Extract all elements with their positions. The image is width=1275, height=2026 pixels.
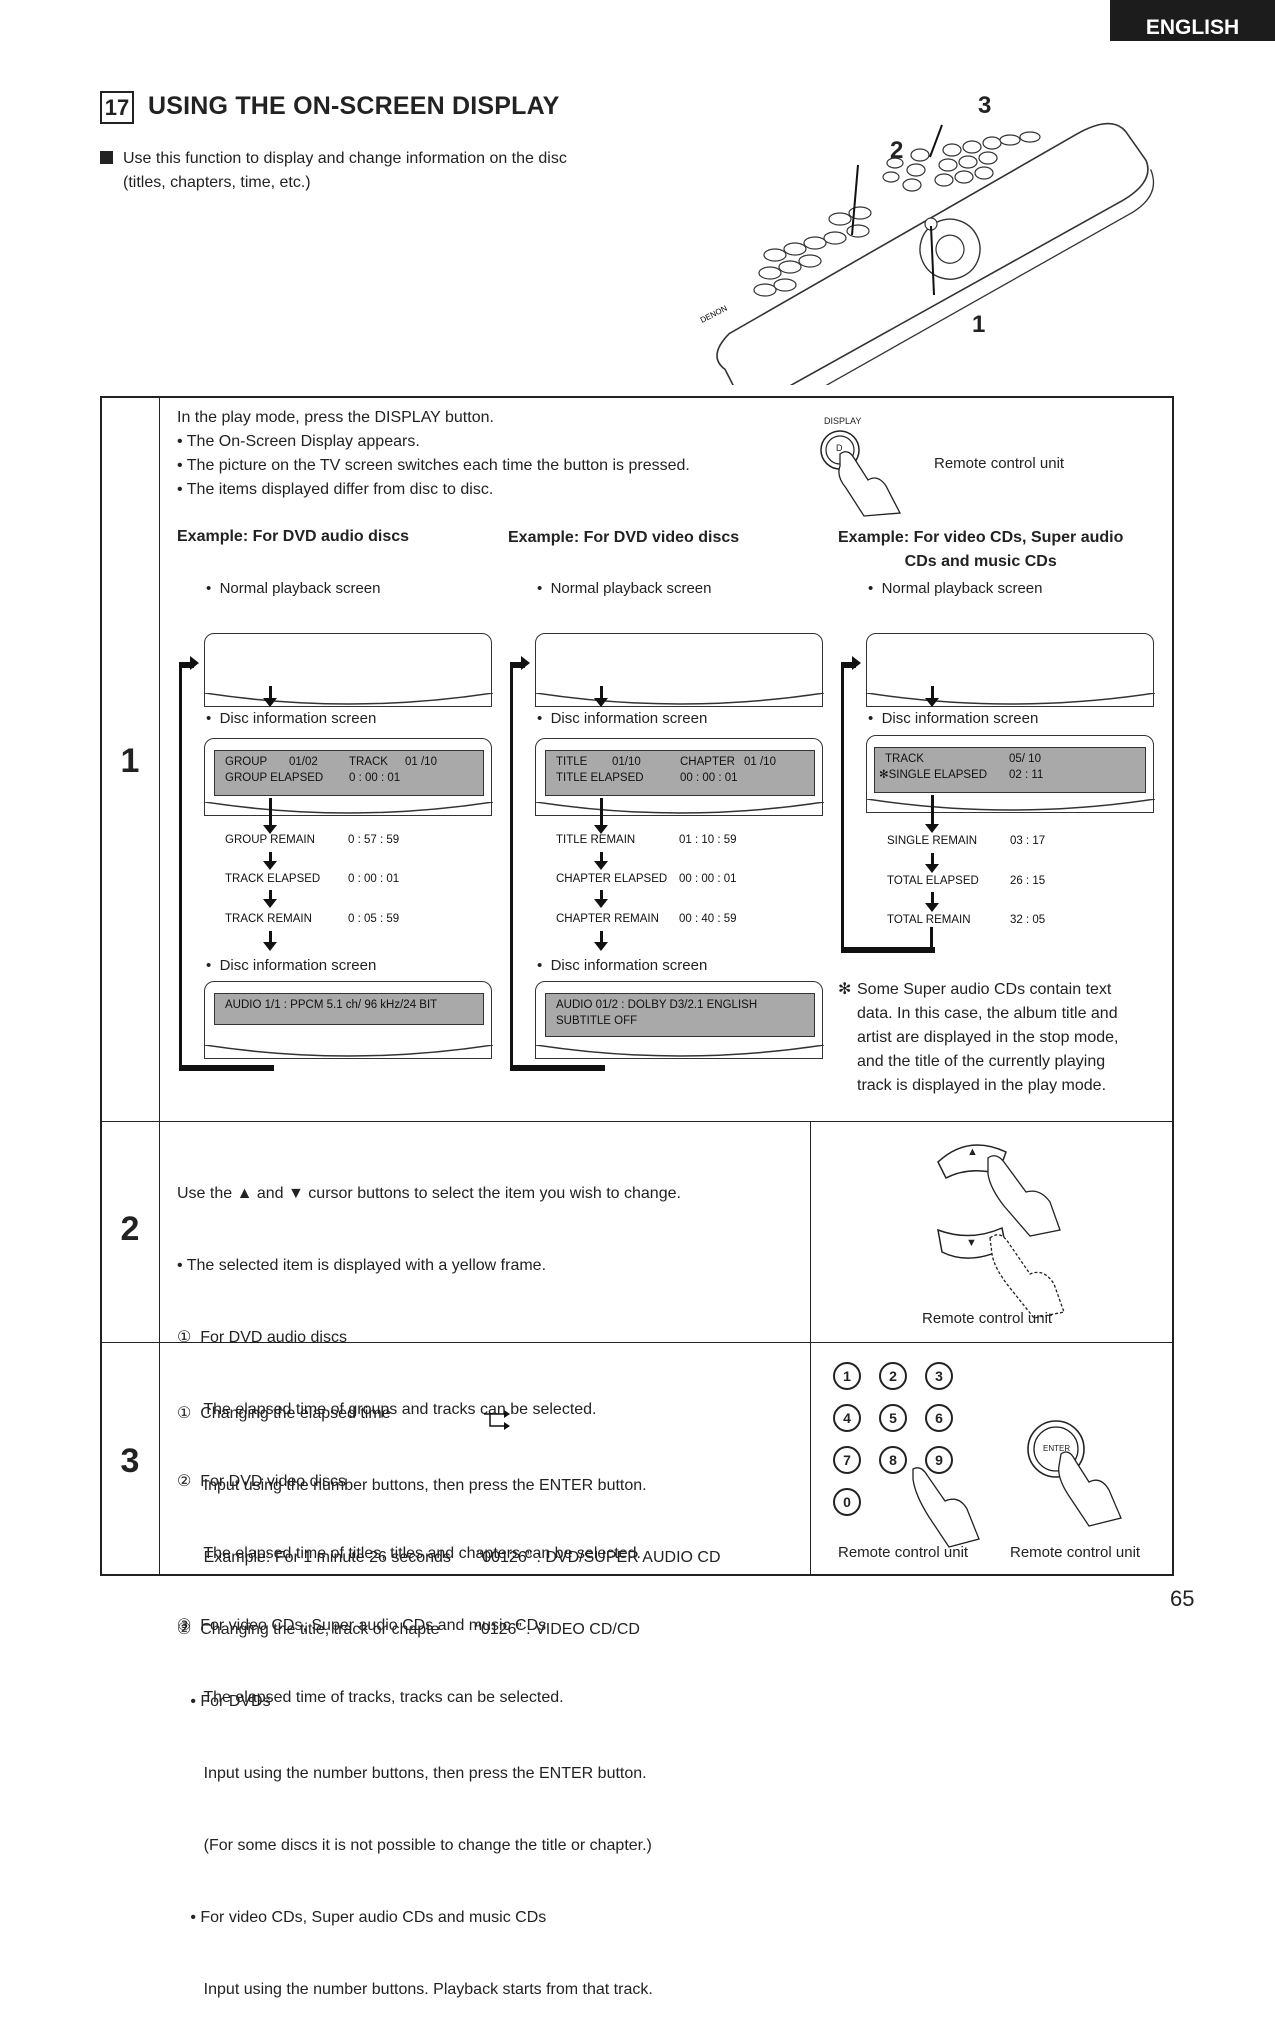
number-button-4[interactable]: 4	[833, 1404, 861, 1432]
example-heading-cd: Example: For video CDs, Super audio CDs …	[838, 529, 1124, 570]
number-button-2[interactable]: 2	[879, 1362, 907, 1390]
normal-screen-label: • Normal playback screen	[206, 580, 381, 597]
number-button-8[interactable]: 8	[879, 1446, 907, 1474]
up-button-icon: ▲	[967, 1146, 978, 1158]
tv-screen-normal	[204, 633, 493, 707]
callout-2: 2	[890, 137, 904, 164]
loop-return-line	[179, 1065, 274, 1071]
remote-label: Remote control unit	[838, 1544, 969, 1561]
note-asterisk: ✻	[838, 981, 852, 998]
callout-3: 3	[978, 92, 992, 119]
loop-return-line	[841, 664, 867, 950]
loop-return-line	[510, 662, 525, 668]
right-arrow-icon	[190, 656, 199, 670]
remote-label: Remote control unit	[1010, 1544, 1141, 1561]
number-button-6[interactable]: 6	[925, 1404, 953, 1432]
audio-info-bar: AUDIO 1/1 : PPCM 5.1 ch/ 96 kHz/24 BIT	[214, 993, 484, 1025]
enter-button-illustration	[1027, 1420, 1122, 1527]
disc-info-label: • Disc information screen	[537, 957, 708, 974]
step-2-number: 2	[120, 1210, 140, 1248]
callout-1: 1	[972, 311, 986, 338]
enter-button-label: ENTER	[1043, 1444, 1071, 1453]
down-button-icon: ▼	[966, 1237, 977, 1249]
cursor-buttons-illustration	[937, 1144, 1065, 1319]
number-button-0[interactable]: 0	[833, 1488, 861, 1516]
disc-info-label: • Disc information screen	[206, 710, 377, 727]
example-heading-dvd-audio: Example: For DVD audio discs	[177, 528, 410, 545]
number-button-7[interactable]: 7	[833, 1446, 861, 1474]
example-heading-dvd-video: Example: For DVD video discs	[508, 529, 740, 546]
number-button-9[interactable]: 9	[925, 1446, 953, 1474]
disc-info-label: • Disc information screen	[206, 957, 377, 974]
tv-screen-normal	[535, 633, 824, 707]
loop-return-line	[841, 947, 935, 953]
display-button-label: DISPLAY	[824, 416, 862, 426]
normal-screen-label: • Normal playback screen	[868, 580, 1043, 597]
step-1-line: In the play mode, press the DISPLAY butt…	[177, 409, 494, 426]
step-1-bullet: • The On-Screen Display appears.	[177, 433, 420, 450]
right-arrow-icon	[521, 656, 530, 670]
step-1-bullet: • The items displayed differ from disc t…	[177, 481, 494, 498]
section-number: 17	[100, 91, 134, 124]
display-button-illustration	[820, 430, 902, 517]
sacd-note: ✻ Some Super audio CDs contain text data…	[838, 978, 1118, 1098]
loop-return-line	[930, 927, 933, 950]
step-3-instructions: ① Changing the elapsed time Input using …	[177, 1405, 721, 1998]
loop-return-line	[179, 664, 205, 1068]
bullet-square-icon	[100, 151, 113, 164]
steps-table	[100, 396, 1174, 1576]
disc-info-label: • Disc information screen	[868, 710, 1039, 727]
step-1-instructions: In the play mode, press the DISPLAY butt…	[177, 406, 690, 502]
audio-info-bar: AUDIO 01/2 : DOLBY D3/2.1 ENGLISH SUBTIT…	[545, 993, 815, 1037]
remote-control-illustration: DENON	[699, 122, 1155, 385]
intro-line-2: (titles, chapters, time, etc.)	[123, 174, 311, 191]
loop-return-line	[841, 662, 856, 668]
language-tab: ENGLISH	[1110, 0, 1275, 41]
intro-line-1: Use this function to display and change …	[123, 150, 567, 167]
branch-arrow-icon	[484, 1410, 510, 1430]
disc-info-label: • Disc information screen	[537, 710, 708, 727]
remote-brand: DENON	[699, 304, 729, 325]
number-button-3[interactable]: 3	[925, 1362, 953, 1390]
remote-label: Remote control unit	[922, 1310, 1053, 1327]
loop-return-line	[179, 662, 194, 668]
tv-screen-normal	[866, 633, 1155, 707]
page-title: USING THE ON-SCREEN DISPLAY	[148, 92, 560, 120]
page-number: 65	[1170, 1586, 1195, 1611]
remote-label: Remote control unit	[934, 455, 1065, 472]
loop-return-line	[510, 664, 536, 1068]
loop-return-line	[510, 1065, 605, 1071]
step-3-number: 3	[120, 1442, 140, 1480]
right-arrow-icon	[852, 656, 861, 670]
number-button-1[interactable]: 1	[833, 1362, 861, 1390]
step-1-bullet: • The picture on the TV screen switches …	[177, 457, 690, 474]
number-button-5[interactable]: 5	[879, 1404, 907, 1432]
normal-screen-label: • Normal playback screen	[537, 580, 712, 597]
pressing-hand-icon	[912, 1467, 980, 1548]
intro-text: Use this function to display and change …	[100, 147, 567, 195]
display-button-glyph: D	[836, 443, 843, 453]
step-1-number: 1	[120, 742, 140, 780]
